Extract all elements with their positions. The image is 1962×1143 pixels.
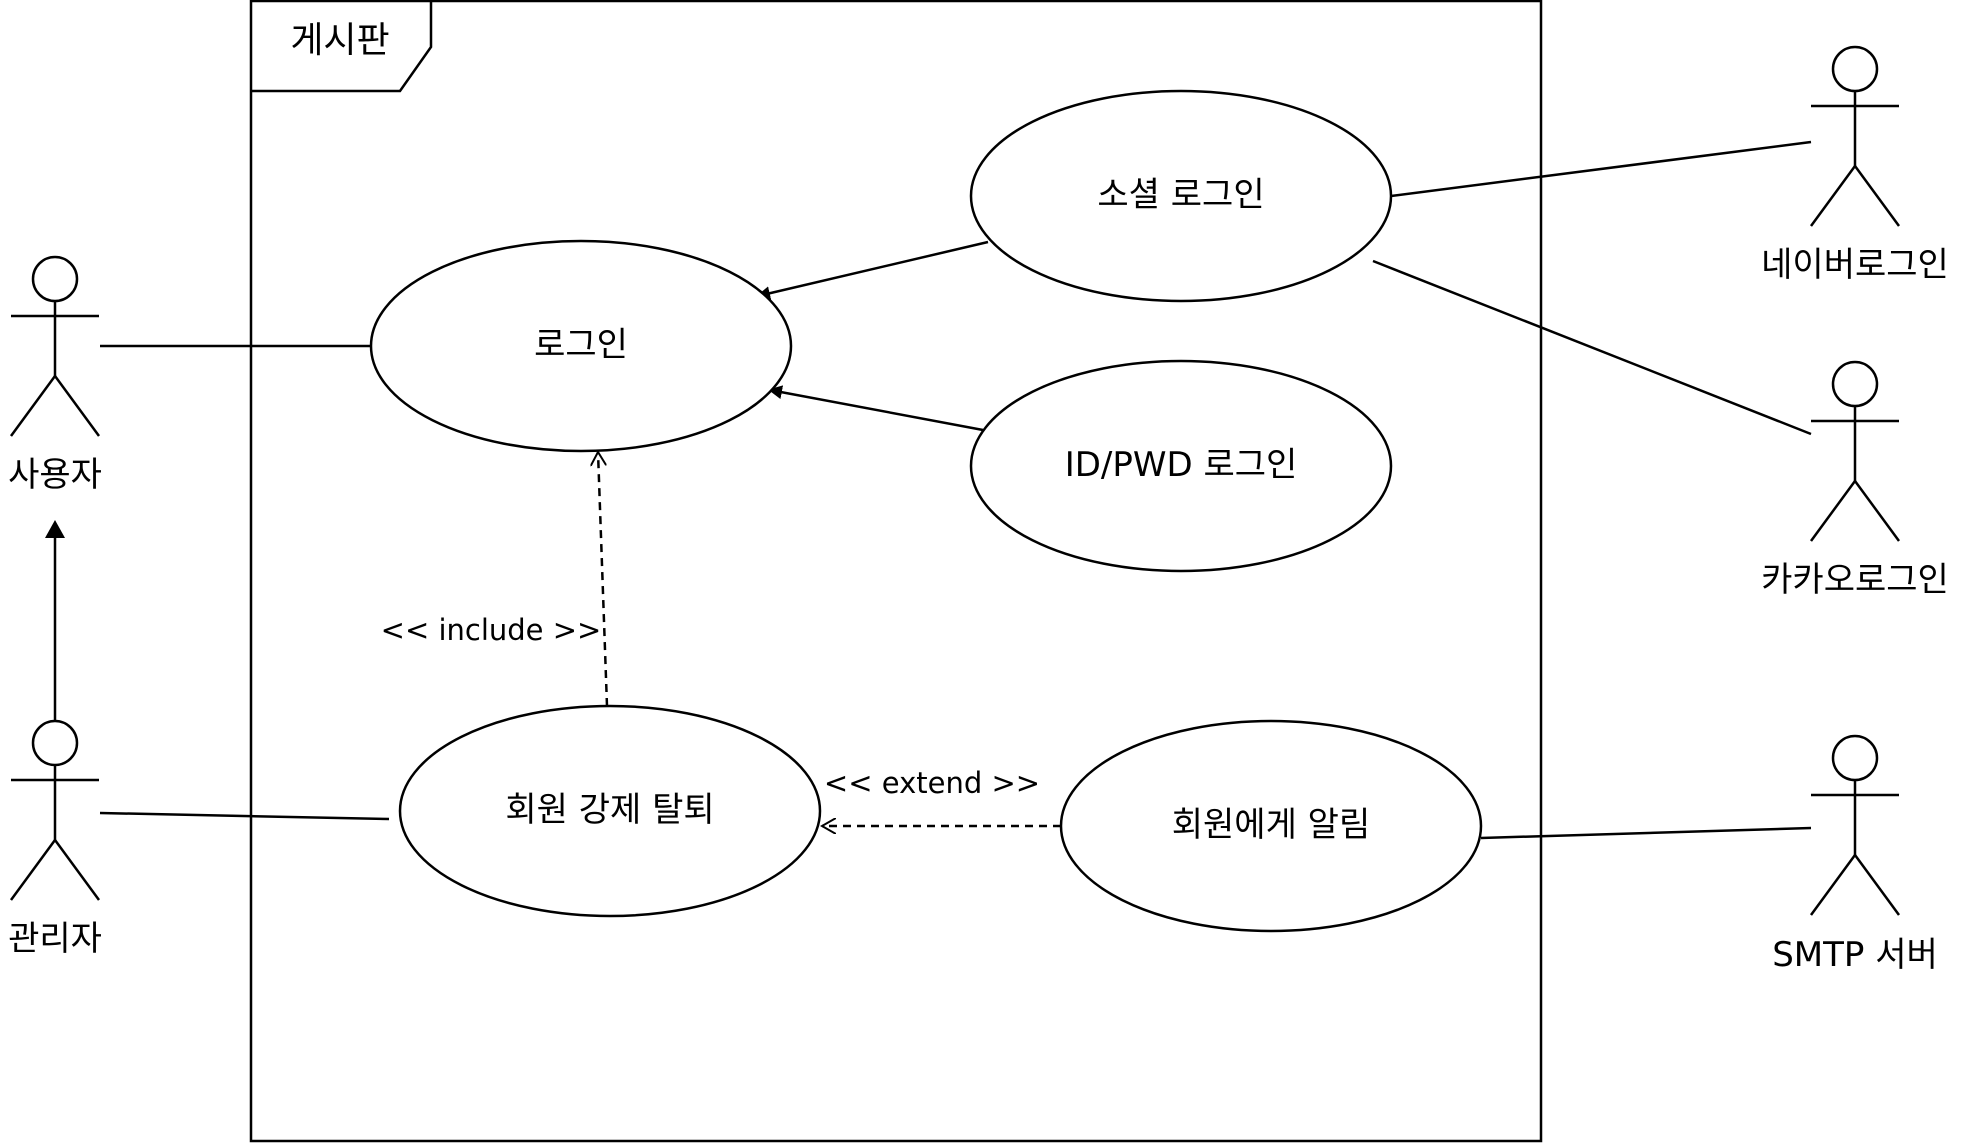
actor-user[interactable]: 사용자 — [8, 255, 102, 495]
actor-kakao[interactable]: 카카오로그인 — [1761, 360, 1949, 600]
actor-kakao-label: 카카오로그인 — [1761, 560, 1949, 600]
association-social-kakao — [1372, 259, 1812, 436]
use-case-force-withdraw[interactable]: 회원 강제 탈퇴 — [398, 704, 822, 918]
generalization-arrowhead — [45, 520, 65, 538]
generalization-idpwd-login — [768, 385, 984, 432]
stick-figure-icon — [1809, 360, 1901, 542]
generalization-social-login — [756, 240, 989, 301]
stick-figure-icon — [9, 255, 101, 437]
actor-admin-label: 관리자 — [8, 919, 102, 959]
use-case-force-withdraw-label: 회원 강제 탈퇴 — [505, 790, 714, 830]
association-notify-smtp — [1480, 826, 1812, 840]
system-boundary: 게시판 — [249, 0, 1543, 1143]
use-case-idpwd-login-label: ID/PWD 로그인 — [1065, 445, 1298, 485]
include-stereotype-label: << include >> — [381, 613, 602, 647]
system-boundary-title: 게시판 — [290, 20, 389, 61]
actor-naver[interactable]: 네이버로그인 — [1761, 45, 1949, 285]
use-case-idpwd-login[interactable]: ID/PWD 로그인 — [969, 359, 1393, 573]
actor-naver-label: 네이버로그인 — [1761, 245, 1949, 285]
actor-admin[interactable]: 관리자 — [8, 719, 102, 959]
actor-smtp-label: SMTP 서버 — [1772, 935, 1938, 975]
relationships — [45, 140, 1812, 840]
association-admin-withdraw — [99, 811, 390, 821]
actor-user-label: 사용자 — [8, 455, 102, 495]
stick-figure-icon — [1809, 734, 1901, 916]
use-case-login-label: 로그인 — [534, 325, 628, 365]
stick-figure-icon — [1809, 45, 1901, 227]
extend-stereotype-label: << extend >> — [824, 766, 1040, 800]
stick-figure-icon — [9, 719, 101, 901]
association-social-naver — [1390, 140, 1812, 198]
use-case-social-login[interactable]: 소셜 로그인 — [969, 89, 1393, 303]
actor-smtp[interactable]: SMTP 서버 — [1772, 734, 1938, 975]
use-case-notify-member[interactable]: 회원에게 알림 — [1059, 719, 1483, 933]
use-case-notify-member-label: 회원에게 알림 — [1172, 805, 1371, 845]
use-case-login[interactable]: 로그인 — [369, 239, 793, 453]
use-case-social-login-label: 소셜 로그인 — [1097, 175, 1264, 215]
include-dependency — [598, 452, 609, 707]
